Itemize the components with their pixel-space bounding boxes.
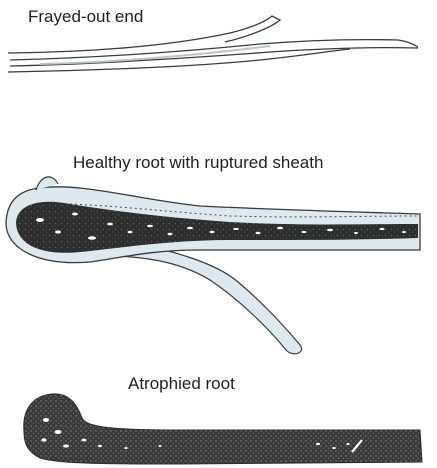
atrophied-root-body xyxy=(24,394,422,464)
healthy-root-drawing xyxy=(6,177,420,354)
frayed-hair-drawing xyxy=(8,16,418,72)
ruptured-sheath xyxy=(118,240,302,354)
atrophied-root-drawing xyxy=(24,394,422,464)
frayed-hair-upper-strand xyxy=(8,16,280,53)
frayed-hair-lower-strand xyxy=(8,49,350,72)
frayed-hair-strand-2 xyxy=(10,40,418,60)
